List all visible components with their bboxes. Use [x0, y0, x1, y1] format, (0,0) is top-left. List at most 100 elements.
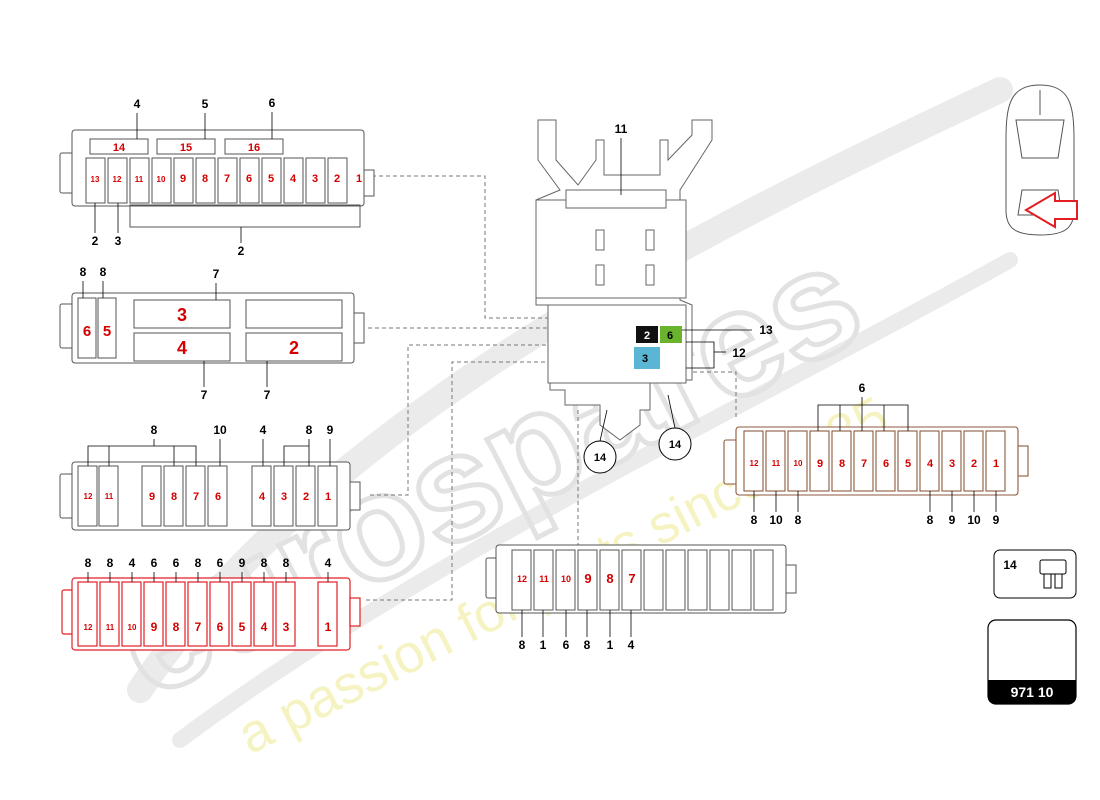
fuse-number: 4 [259, 491, 266, 503]
fuse-box-3 [59, 461, 361, 531]
fuse-number: 10 [561, 574, 571, 584]
callout: 6 [563, 638, 570, 652]
callout: 6 [859, 381, 866, 395]
box6-leaders [753, 397, 997, 512]
callout: 14 [669, 439, 682, 451]
fuse-number: 4 [261, 620, 268, 634]
fuse-number: 11 [539, 574, 549, 584]
callout: 6 [269, 96, 276, 110]
fuse-number: 8 [171, 491, 177, 503]
fuse-number: 9 [817, 458, 823, 470]
fuse-number: 4 [290, 173, 297, 185]
fuse-number: 5 [905, 458, 911, 470]
fuse-number: 7 [224, 173, 230, 185]
fuse-number: 11 [105, 492, 114, 501]
blade-fuse-icon [1039, 559, 1067, 589]
fuse-number: 10 [794, 459, 803, 468]
fuse-number: 12 [517, 574, 527, 584]
callout: 8 [151, 423, 158, 437]
callout: 8 [795, 513, 802, 527]
fuse-number: 3 [177, 305, 187, 325]
relay-number: 2 [644, 330, 650, 342]
callout: 8 [283, 556, 290, 570]
fuse-number: 10 [157, 175, 166, 184]
callout-circle-14a: 14 [583, 440, 617, 474]
fuse-number: 4 [177, 338, 187, 358]
fuse-number: 1 [993, 458, 999, 470]
fuse-number: 14 [113, 142, 126, 154]
callout: 9 [239, 556, 246, 570]
callout: 8 [107, 556, 114, 570]
callout: 6 [217, 556, 224, 570]
fuse-number: 2 [303, 491, 309, 503]
circle-leaders [599, 394, 676, 442]
fuse-slot [156, 138, 216, 155]
fuse-number: 8 [202, 173, 208, 185]
callout: 4 [325, 556, 332, 570]
fuse-number: 9 [151, 620, 158, 634]
callout: 9 [327, 423, 334, 437]
box4-leaders [87, 572, 329, 582]
callout: 2 [238, 244, 245, 258]
callout: 8 [751, 513, 758, 527]
fuse-number: 5 [103, 323, 111, 340]
callout: 9 [993, 513, 1000, 527]
fuse-number: 2 [334, 173, 340, 185]
callout: 4 [628, 638, 635, 652]
callout: 5 [202, 97, 209, 111]
central-fuse-unit [535, 119, 713, 441]
callout: 3 [115, 234, 122, 248]
fuse-number: 3 [281, 491, 287, 503]
fuse-number: 7 [195, 620, 202, 634]
fuse-number: 4 [927, 458, 934, 470]
fuse-number: 11 [772, 459, 781, 468]
callout: 8 [927, 513, 934, 527]
leader-lines [366, 175, 737, 601]
fuse-number: 3 [949, 458, 955, 470]
fuse-number: 11 [135, 175, 144, 184]
fuse-number: 9 [149, 491, 155, 503]
fuse-number: 3 [283, 620, 290, 634]
box1-leaders [94, 112, 273, 243]
callout: 11 [615, 122, 628, 136]
callout: 4 [129, 556, 136, 570]
fuse-number: 12 [113, 175, 122, 184]
fuse-number: 6 [883, 458, 889, 470]
fuse-number: 8 [173, 620, 180, 634]
callout: 13 [759, 323, 773, 337]
fuse-number: 12 [84, 492, 93, 501]
central-leaders [620, 138, 752, 369]
box3-callouts: 8 10 4 8 9 [151, 423, 334, 437]
callout: 14 [594, 452, 607, 464]
callout: 8 [584, 638, 591, 652]
callout: 1 [607, 638, 614, 652]
watermark-swoosh-icon [127, 77, 1018, 748]
box6-callouts: 6 8 10 8 8 9 10 9 [751, 381, 1000, 527]
fuse-number: 2 [971, 458, 977, 470]
relay-number: 3 [642, 353, 648, 365]
catalog-code-box: 971 10 [987, 619, 1077, 705]
callout: 1 [540, 638, 547, 652]
box3-labels: 12 11 9 8 7 6 4 3 2 1 [84, 491, 332, 503]
fuse-number: 12 [84, 623, 93, 632]
arrow-icon [1024, 191, 1078, 229]
fuse-number: 5 [268, 173, 274, 185]
fuse-box-6 [723, 426, 1029, 496]
callout: 7 [264, 388, 271, 402]
callout: 2 [92, 234, 99, 248]
fuse-number: 8 [839, 458, 845, 470]
callout: 10 [769, 513, 783, 527]
fuse-number: 10 [128, 623, 137, 632]
box2-callouts: 8 8 7 7 7 [80, 265, 271, 402]
callout: 6 [151, 556, 158, 570]
box6-labels: 12 11 10 9 8 7 6 5 4 3 2 1 [750, 458, 1000, 470]
fuse-number: 6 [217, 620, 224, 634]
callout: 7 [213, 267, 220, 281]
fuse-number: 2 [289, 338, 299, 358]
box2-leaders [82, 281, 268, 387]
callout: 8 [306, 423, 313, 437]
box4-callouts: 8 8 4 6 6 8 6 9 8 8 4 [85, 556, 332, 570]
fuse-number: 13 [91, 175, 100, 184]
box1-top-fuses [89, 138, 284, 155]
